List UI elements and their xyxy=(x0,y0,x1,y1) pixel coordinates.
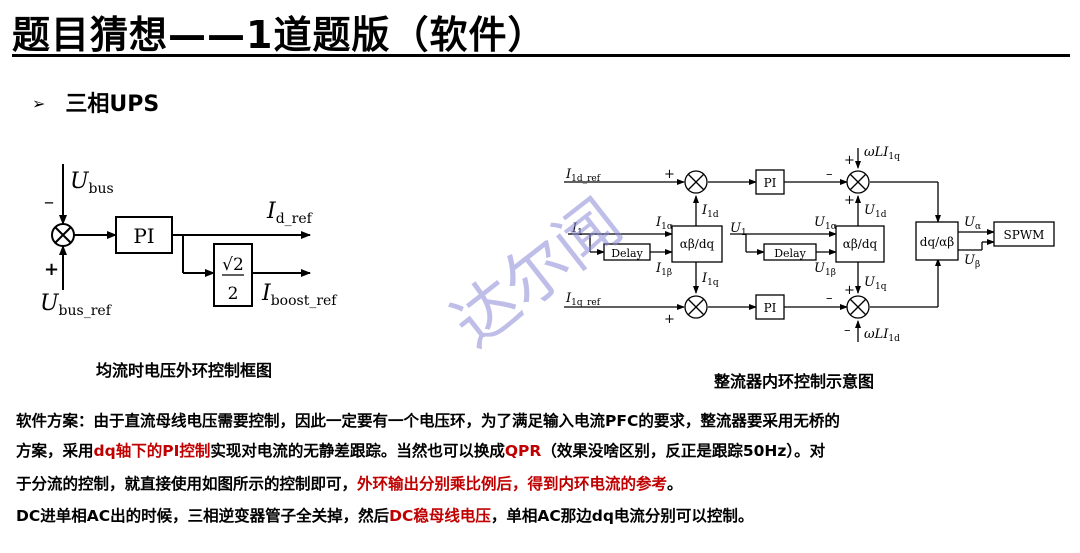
i1b-label: I1β xyxy=(655,261,672,278)
pi-block-label: PI xyxy=(133,224,154,248)
i1d-ref-label: I1d_ref xyxy=(565,167,601,184)
u1b-label: U1β xyxy=(814,261,836,278)
dqab-block: dq/αβ xyxy=(920,235,955,249)
wli1d-label: ωLI1d xyxy=(864,327,900,344)
title-divider xyxy=(12,54,1070,57)
delay-block-right: Delay xyxy=(774,247,806,260)
plus-sign: + xyxy=(44,259,59,280)
plus-sign: + xyxy=(844,153,855,168)
plus-sign: + xyxy=(664,312,675,327)
plus-sign: + xyxy=(844,193,855,208)
minus-sign: – xyxy=(844,323,851,338)
paragraph-line-1: 软件方案：由于直流母线电压需要控制，因此一定要有一个电压环，为了满足输入电流PF… xyxy=(16,412,840,430)
paragraph-line-2: 方案，采用dq轴下的PI控制实现对电流的无静差跟踪。当然也可以换成QPR（效果没… xyxy=(16,442,826,460)
left-diagram-caption: 均流时电压外环控制框图 xyxy=(96,361,273,380)
rectifier-inner-loop-diagram: I1d_ref I1q_ref I1 U1 Delay Delay αβ/dq … xyxy=(564,145,1055,344)
abdq-block-left: αβ/dq xyxy=(680,237,715,251)
delay-block-left: Delay xyxy=(611,247,643,260)
section-heading: ➢ 三相UPS xyxy=(32,86,159,118)
voltage-outer-loop-diagram: Ubus – + Ubus_ref PI Id_ref √2 2 Iboost_… xyxy=(40,164,338,319)
ubus-ref-label: Ubus_ref xyxy=(40,291,113,319)
minus-sign: – xyxy=(826,291,833,306)
pi-block-bottom: PI xyxy=(764,301,777,315)
minus-sign: – xyxy=(44,189,54,213)
ua-label: Uα xyxy=(964,215,981,232)
sqrt2-numerator: √2 xyxy=(222,255,244,275)
section-heading-text: 三相UPS xyxy=(65,92,160,117)
wli1q-label: ωLI1q xyxy=(864,145,900,162)
u1q-label: U1q xyxy=(864,275,887,292)
pi-block-top: PI xyxy=(764,176,777,190)
right-diagram-caption: 整流器内环控制示意图 xyxy=(714,372,875,391)
arrow-bullet-icon: ➢ xyxy=(32,94,46,113)
ub-label: Uβ xyxy=(964,253,980,270)
abdq-block-right: αβ/dq xyxy=(843,237,878,251)
plus-sign: + xyxy=(664,167,675,182)
plus-sign: + xyxy=(844,283,855,298)
i1d-label: I1d xyxy=(701,203,719,220)
gain-denominator: 2 xyxy=(228,284,239,304)
i1a-label: I1α xyxy=(655,215,673,232)
id-ref-label: Id_ref xyxy=(266,199,314,227)
u1-label: U1 xyxy=(730,221,747,238)
ubus-label: Ubus xyxy=(70,169,114,197)
i1-label: I1 xyxy=(571,221,583,238)
spwm-block: SPWM xyxy=(1004,228,1045,242)
i1q-ref-label: I1q_ref xyxy=(565,291,601,308)
i1q-label: I1q xyxy=(701,271,719,288)
u1d-label: U1d xyxy=(864,203,887,220)
page-title: 题目猜想——1道题版（软件） xyxy=(12,13,547,57)
minus-sign: – xyxy=(826,167,833,182)
paragraph-line-4: DC进单相AC出的时候，三相逆变器管子全关掉，然后DC稳母线电压，单相AC那边d… xyxy=(16,507,754,525)
u1a-label: U1α xyxy=(814,215,837,232)
paragraph-line-3: 于分流的控制，就直接使用如图所示的控制即可，外环输出分别乘比例后，得到内环电流的… xyxy=(16,475,683,493)
iboost-ref-label: Iboost_ref xyxy=(261,281,338,309)
